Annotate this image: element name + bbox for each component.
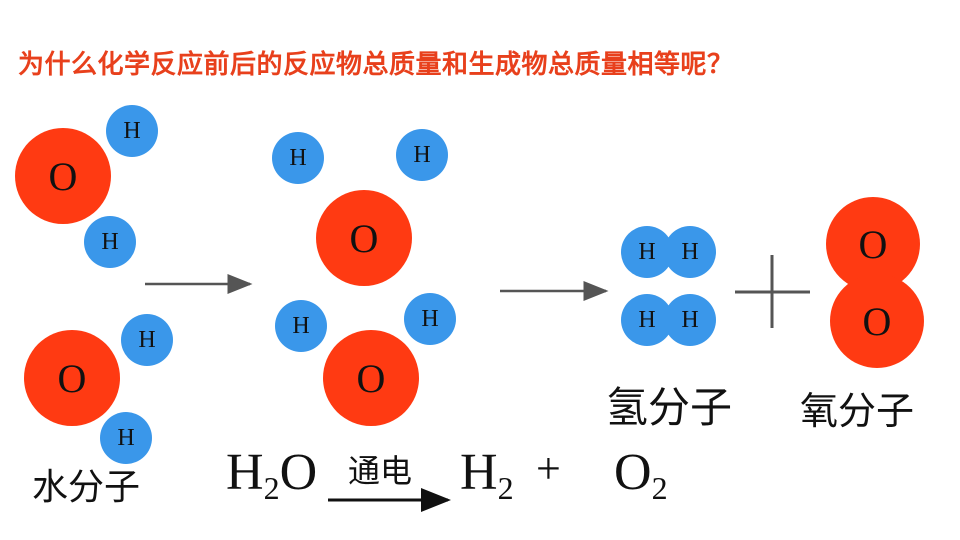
water-molecule-label: 水分子 [32,467,141,508]
atom-symbol: H [681,238,699,265]
atom-symbol: O [48,153,78,199]
atom-symbol: O [862,298,892,344]
atom-symbol: O [349,215,379,261]
reactant-subscript: 2 [263,470,280,506]
hydrogen-atom: H [100,412,152,464]
hydrogen-atom: H [664,226,716,278]
hydrogen-atom: H [272,132,324,184]
product2-base: O [614,444,652,501]
hydrogen-atom: H [106,105,158,157]
hydrogen-atom: H [275,300,327,352]
equation-product-hydrogen: H2 [460,444,514,506]
atom-symbol: H [421,305,439,332]
equation-plus: + [536,444,561,493]
atom-symbol: O [858,221,888,267]
atom-symbol: H [638,238,656,265]
oxygen-molecule-label: 氧分子 [800,389,915,433]
product1-base: H [460,444,498,501]
atom-symbol: O [356,355,386,401]
hydrogen-molecule-label: 氢分子 [606,383,733,432]
hydrogen-atom: H [84,216,136,268]
oxygen-atom: O [323,330,419,426]
hydrogen-atom: H [396,129,448,181]
atom-symbol: H [681,306,699,333]
equation-reactant: H2O [226,444,318,506]
hydrogen-atom: H [404,293,456,345]
atom-symbol: H [289,144,307,171]
hydrogen-atom: H [664,294,716,346]
product2-subscript: 2 [651,470,668,506]
equation-product-oxygen: O2 [614,444,668,506]
atom-symbol: H [117,424,135,451]
atom-symbol: H [101,228,119,255]
oxygen-atom: O [830,274,924,368]
product1-subscript: 2 [497,470,514,506]
oxygen-atom: O [24,330,120,426]
atom-symbol: O [57,355,87,401]
reaction-condition: 通电 [348,452,413,490]
slide-title: 为什么化学反应前后的反应物总质量和生成物总质量相等呢？ [18,50,734,80]
atom-symbol: H [413,141,431,168]
hydrogen-atom: H [121,314,173,366]
oxygen-atom: O [15,128,111,224]
reactant-base: H [226,444,264,501]
atom-symbol: H [138,326,156,353]
oxygen-atom: O [316,190,412,286]
reactant-tail: O [279,444,318,501]
atom-symbol: H [638,306,656,333]
atom-symbol: H [123,117,141,144]
hydrogen-atom: H [621,294,673,346]
hydrogen-atom: H [621,226,673,278]
atom-symbol: H [292,312,310,339]
oxygen-atom: O [826,197,920,291]
